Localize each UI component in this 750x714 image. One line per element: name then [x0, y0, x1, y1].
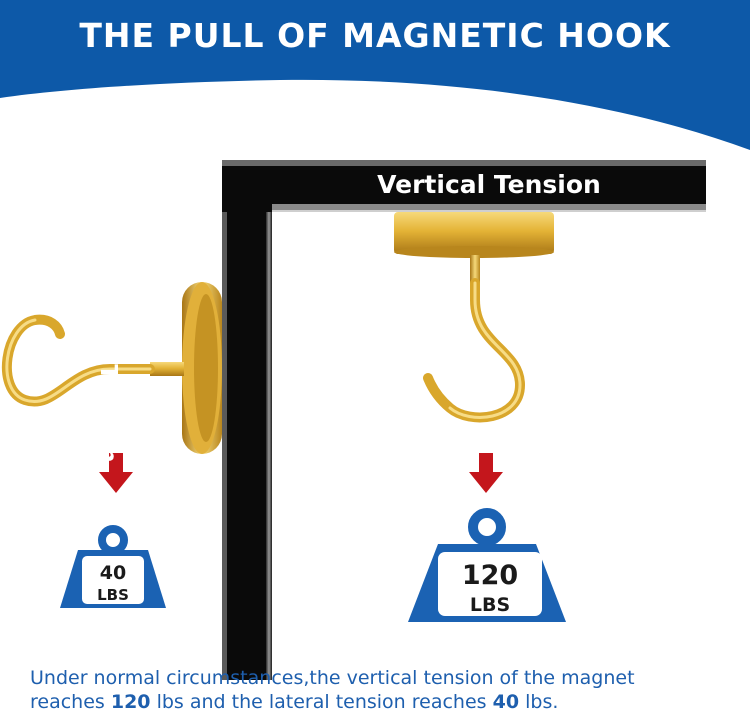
left-weight-unit: LBS [97, 586, 129, 604]
caption-text: lbs and the lateral tension reaches [156, 691, 487, 713]
wall-plate [222, 160, 272, 680]
ceiling-plate [222, 160, 706, 212]
header-banner [0, 0, 750, 150]
caption-text: lbs. [525, 691, 559, 713]
vertical-value: 120 [110, 691, 151, 713]
caption-line-1: Under normal circumstances,the vertical … [30, 667, 635, 689]
lateral-value: 40 [492, 691, 520, 713]
right-weight-value: 120 [461, 560, 519, 591]
right-weight-unit: LBS [469, 594, 511, 616]
caption-text: reaches [30, 691, 105, 713]
vertical-tension-label: Vertical Tension [377, 170, 601, 199]
vertical-magnetic-hook-icon [394, 212, 554, 423]
left-weight-icon [60, 525, 166, 608]
caption-line-2: reaches 120 lbs and the lateral tension … [30, 690, 730, 714]
left-weight-value: 40 [99, 562, 127, 584]
horizontal-magnetic-hook-icon [1, 282, 222, 454]
right-weight-icon [408, 508, 566, 622]
page-title: THE PULL OF MAGNETIC HOOK [79, 16, 671, 55]
right-down-arrow-icon [469, 453, 503, 493]
left-down-arrow-icon [99, 453, 133, 493]
caption: Under normal circumstances,the vertical … [30, 666, 730, 714]
horizontal-tension-label: Horizontal Tension [95, 222, 121, 463]
